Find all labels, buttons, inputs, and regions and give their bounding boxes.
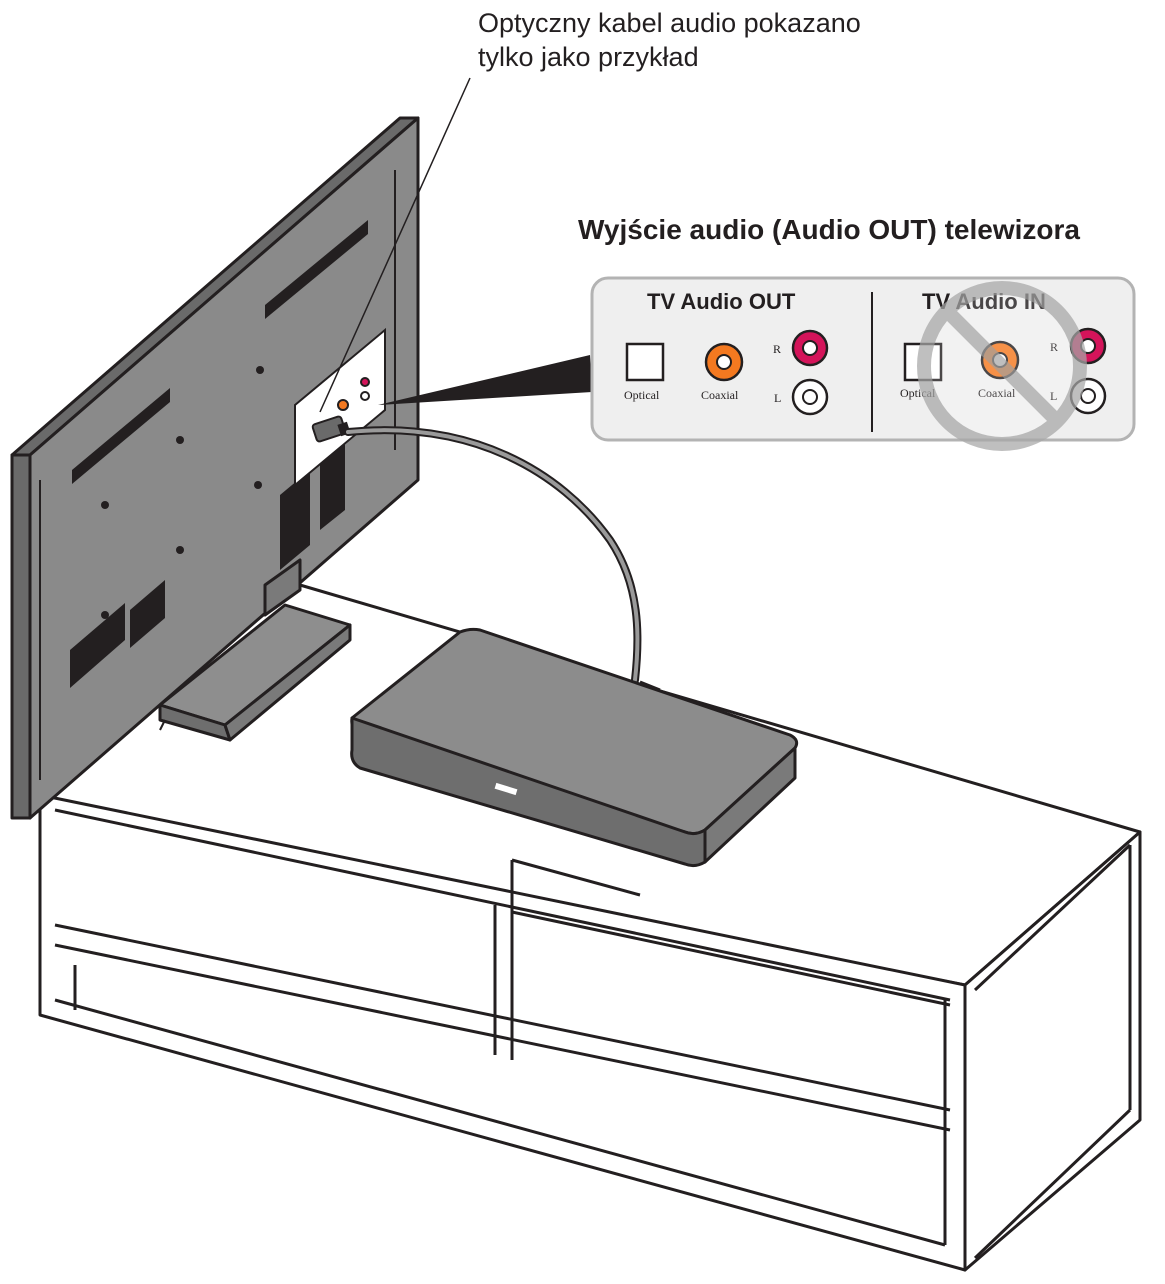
tv-connector-panel [294,327,386,488]
tv-vents [70,220,368,688]
connector-callout: TV Audio OUT Optical Coaxial R L TV Audi… [590,276,1136,451]
tv-stand-base [158,603,352,742]
audio-out-heading: Wyjście audio (Audio OUT) telewizora [578,214,1080,245]
console [350,627,799,868]
cabinet-side [963,830,1142,1272]
in-coaxial-label: Coaxial [978,386,1016,400]
panel-out-title: TV Audio OUT [647,289,796,314]
out-r-label: R [773,342,781,356]
callout-wedge [378,355,592,405]
out-optical-label: Optical [624,388,660,402]
optical-plug-icon [311,415,351,443]
cable-caption-line2: tylko jako przykład [478,42,699,72]
in-l-label: L [1050,389,1057,403]
cable-caption-line1: Optyczny kabel audio pokazano [478,8,861,38]
tv-back-panel [28,116,420,820]
in-r-label: R [1050,340,1058,354]
prohibited-icon [917,281,1087,451]
optical-port-icon [625,342,665,382]
out-l-label: L [774,391,781,405]
callout-panel [590,276,1136,442]
console-logo [494,782,518,796]
caption-leader-line [319,77,471,413]
out-coaxial-label: Coaxial [701,388,739,402]
cable-caption: Optyczny kabel audio pokazano tylko jako… [478,6,861,74]
tv-screws [101,366,264,619]
tv-back [10,116,420,820]
